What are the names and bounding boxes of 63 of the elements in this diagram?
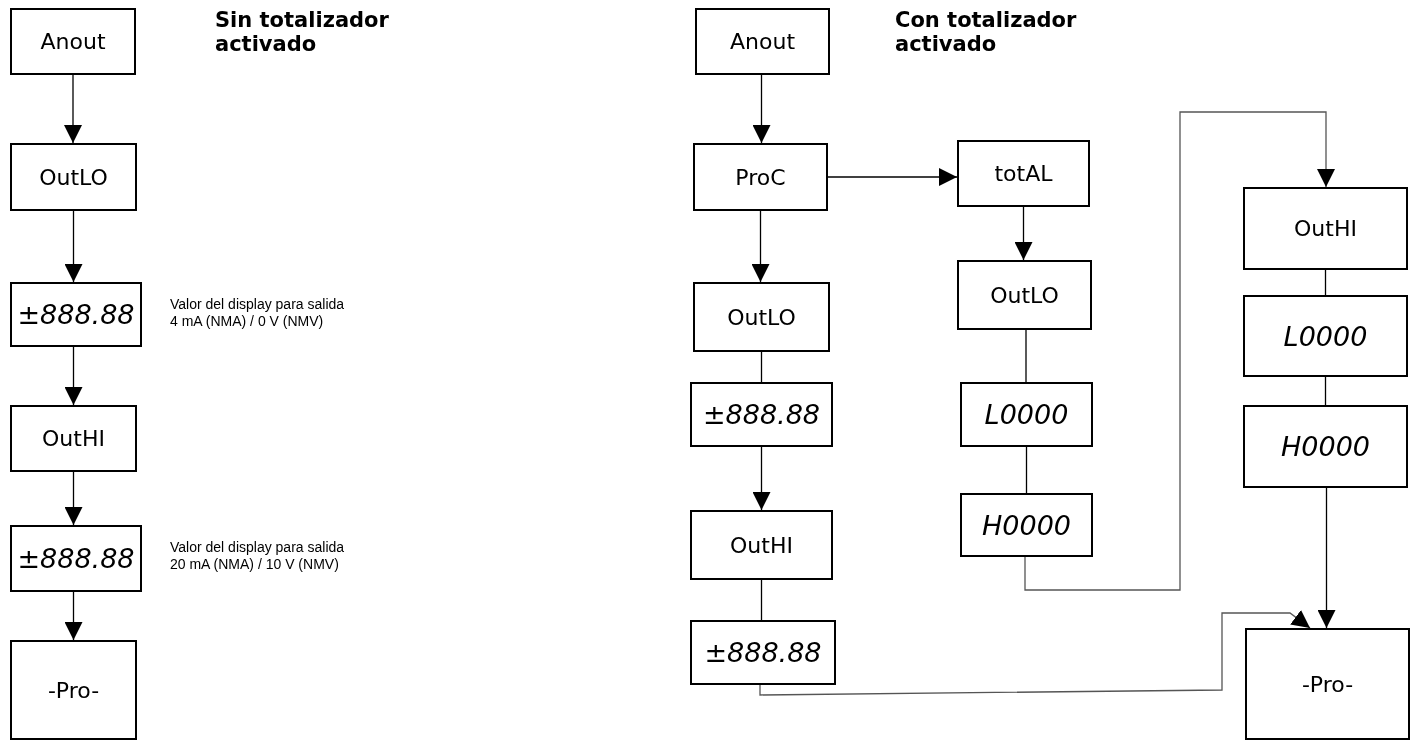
display-text: OutHI <box>1294 216 1357 241</box>
display-box <box>690 620 836 685</box>
display-box <box>10 525 142 592</box>
display-box <box>693 282 830 352</box>
note-text: Valor del display para salida 4 mA (NMA) / 0 V (NMV) <box>170 296 346 330</box>
connector-line <box>1324 376 1327 406</box>
display-text: OutLO <box>39 164 108 190</box>
display-box <box>10 282 142 347</box>
display-box <box>960 382 1093 447</box>
connector-line <box>1025 446 1028 494</box>
display-text: -Pro- <box>47 677 100 703</box>
connector-line <box>1025 329 1027 383</box>
arrow <box>759 610 1311 696</box>
display-box <box>10 8 136 75</box>
display-box <box>695 8 830 75</box>
arrow <box>1317 487 1336 629</box>
connector-line <box>1324 269 1327 296</box>
section-heading: Sin totalizador activado <box>215 8 390 56</box>
display-box <box>1245 628 1410 740</box>
display-text: OutHI <box>42 426 105 451</box>
display-text: ±888.88 <box>17 299 135 330</box>
arrow <box>752 74 771 144</box>
display-box <box>957 140 1090 207</box>
arrow <box>64 591 83 641</box>
display-box <box>10 640 137 740</box>
display-text: H0000 <box>982 509 1071 541</box>
arrow <box>64 471 83 526</box>
note-text: Valor del display para salida 20 mA (NMA) / 10 V (NMV) <box>170 539 346 573</box>
display-text: totAL <box>994 161 1053 186</box>
display-text: L0000 <box>1283 320 1368 352</box>
display-text: Anout <box>40 29 106 54</box>
arrow <box>64 210 83 283</box>
arrow <box>1014 206 1033 261</box>
display-box <box>10 405 137 472</box>
display-box <box>957 260 1092 330</box>
arrow <box>752 446 771 511</box>
display-box <box>690 382 833 447</box>
display-box <box>10 143 137 211</box>
display-text: OutLO <box>727 304 796 330</box>
display-text: H0000 <box>1281 431 1370 462</box>
display-box <box>693 143 828 211</box>
arrow <box>1024 111 1335 591</box>
display-text: OutHI <box>730 532 793 558</box>
display-text: -Pro- <box>1301 671 1354 697</box>
display-text: ±888.88 <box>702 399 821 430</box>
display-box <box>690 510 833 580</box>
display-text: ±888.88 <box>704 637 822 668</box>
display-text: L0000 <box>984 399 1069 430</box>
arrow <box>827 168 958 186</box>
display-text: ProC <box>735 164 786 190</box>
display-text: ±888.88 <box>17 543 135 574</box>
display-box <box>1243 187 1408 270</box>
arrow <box>64 74 82 144</box>
display-box <box>960 493 1093 557</box>
section-heading: Con totalizador activado <box>895 8 1078 56</box>
display-text: OutLO <box>990 282 1059 308</box>
arrow <box>751 210 770 283</box>
connector-line <box>760 351 763 383</box>
connector-line <box>760 579 763 621</box>
display-text: Anout <box>730 29 795 54</box>
arrow <box>64 346 83 406</box>
display-box <box>1243 295 1408 377</box>
display-box <box>1243 405 1408 488</box>
